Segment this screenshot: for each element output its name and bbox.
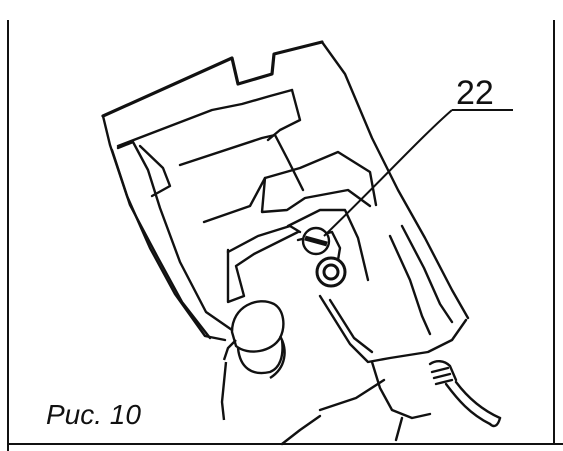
figure-caption: Рис. 10 [46,399,141,430]
device-body [101,40,470,446]
ring-fastener [315,256,347,288]
figure-frame [7,20,563,451]
power-cable [428,360,502,428]
callout-number: 22 [456,74,494,112]
callout-leader [323,109,513,237]
knob [220,300,286,421]
slotted-screw [301,226,331,256]
